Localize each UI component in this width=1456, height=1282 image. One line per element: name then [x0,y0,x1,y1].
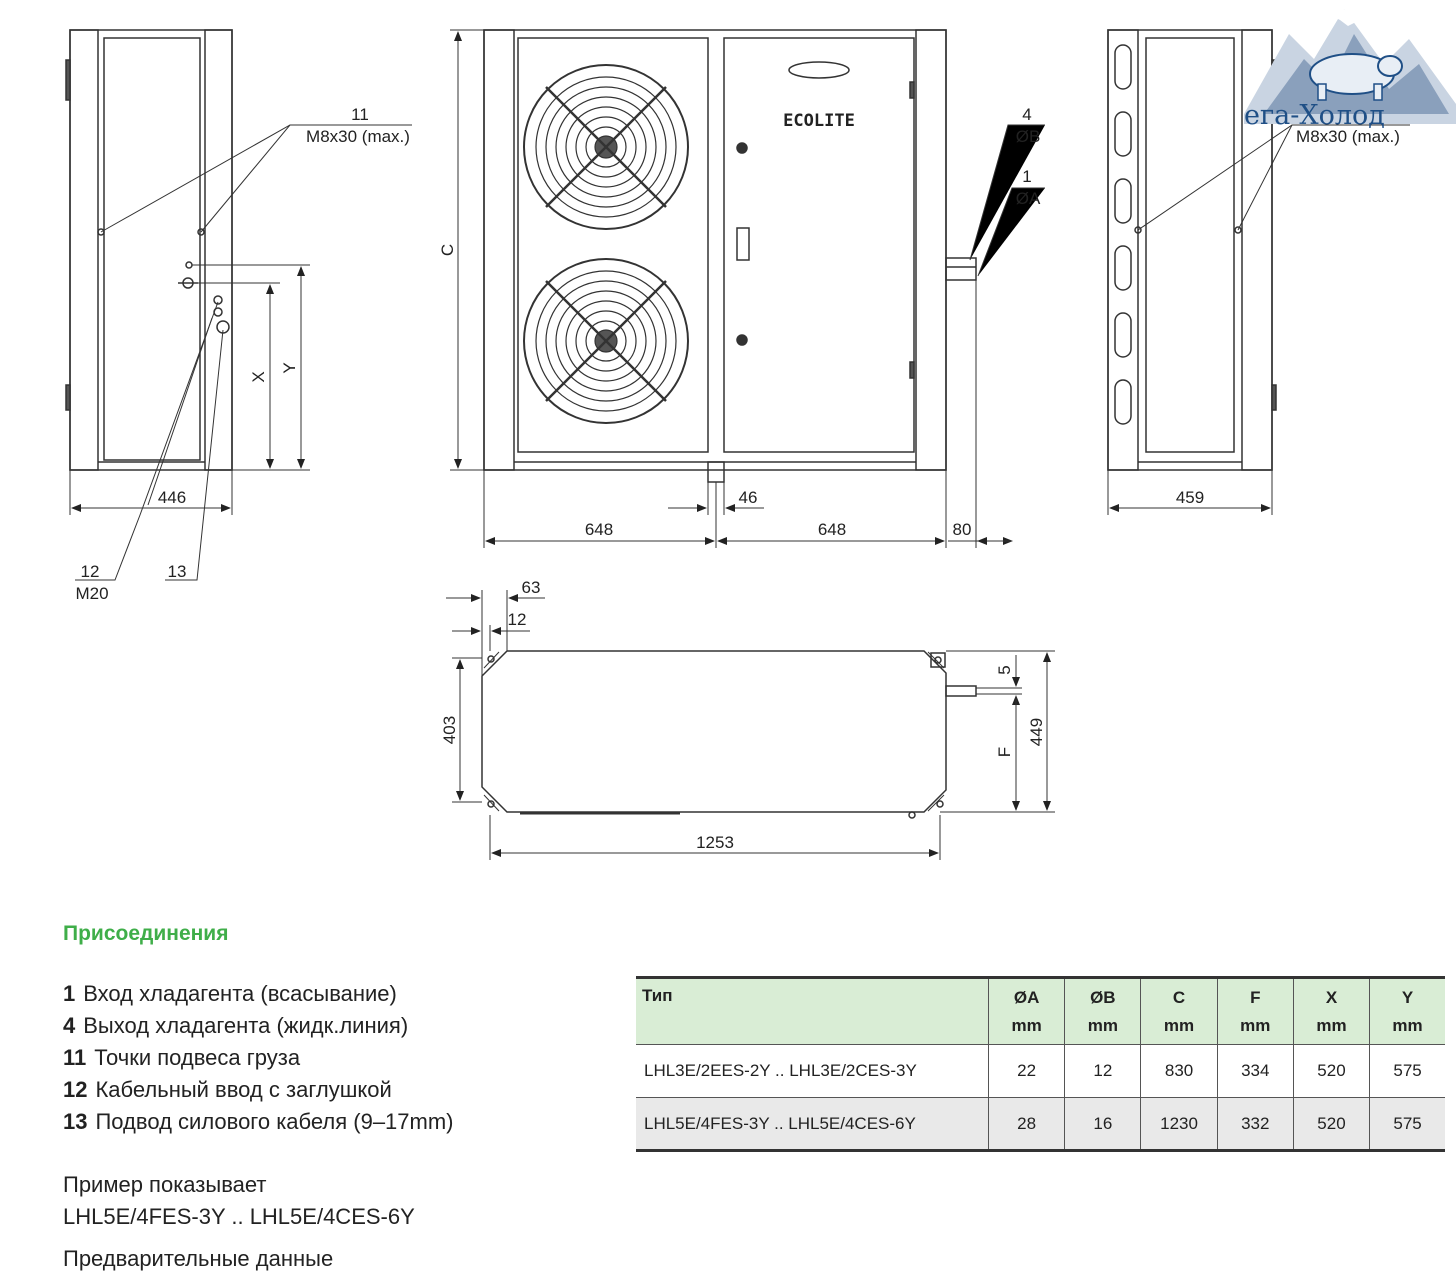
side-view-left [65,29,412,581]
dim-446: 446 [158,488,186,507]
dimension-lines-top [446,590,1055,860]
table-row: LHL3E/2EES-2Y .. LHL3E/2CES-3Y 22 12 830… [636,1044,1445,1098]
dim-c: C [438,244,457,256]
dim-449: 449 [1027,718,1046,746]
callout-11-text: M8x30 (max.) [306,127,410,146]
fan-bottom-icon [523,258,689,424]
dim-46: 46 [739,488,758,507]
callout-13-num: 13 [168,562,187,581]
callout-4-num: 4 [1022,105,1031,124]
callout-11-right-text: M8x30 (max.) [1296,127,1400,146]
dim-459: 459 [1176,488,1204,507]
dimension-lines-front [450,29,1045,548]
dim-63: 63 [522,578,541,597]
callout-12-num: 12 [81,562,100,581]
dim-403: 403 [440,716,459,744]
dim-1253: 1253 [696,833,734,852]
callout-1-num: 1 [1022,167,1031,186]
top-view [481,650,977,819]
bear-mountain-logo-icon [1244,9,1456,124]
watermark-text: ега-Холод [1244,100,1385,131]
callout-12-text: M20 [75,584,108,603]
technical-drawing: 446 X Y 11 M8x30 (max.) 12 M20 13 [65,29,1410,860]
dim-x: X [249,371,268,382]
dimension-lines-right [1107,470,1273,515]
dim-12: 12 [508,610,527,629]
dim-648-left: 648 [585,520,613,539]
preliminary-note: Предварительные данные [63,1246,334,1271]
dim-80: 80 [953,520,972,539]
col-type: Тип [642,986,673,1005]
callout-1-text: ØA [1016,189,1041,208]
brand-label: ECOLITE [783,111,855,131]
table-row: LHL5E/4FES-3Y .. LHL5E/4CES-6Y 28 16 123… [636,1097,1445,1151]
dim-f: F [995,747,1014,757]
dim-648-right: 648 [818,520,846,539]
callout-4-text: ØB [1016,127,1041,146]
dimension-lines-left [69,264,310,515]
fan-top-icon [523,64,689,230]
callout-11-num: 11 [351,105,369,124]
example-line-1: Пример показывает [63,1172,267,1197]
dim-5: 5 [995,665,1014,674]
dim-y: Y [280,362,299,373]
example-line-2: LHL5E/4FES-3Y .. LHL5E/4CES-6Y [63,1204,415,1229]
front-view [483,29,977,483]
connections-heading: Присоединения [63,922,229,945]
